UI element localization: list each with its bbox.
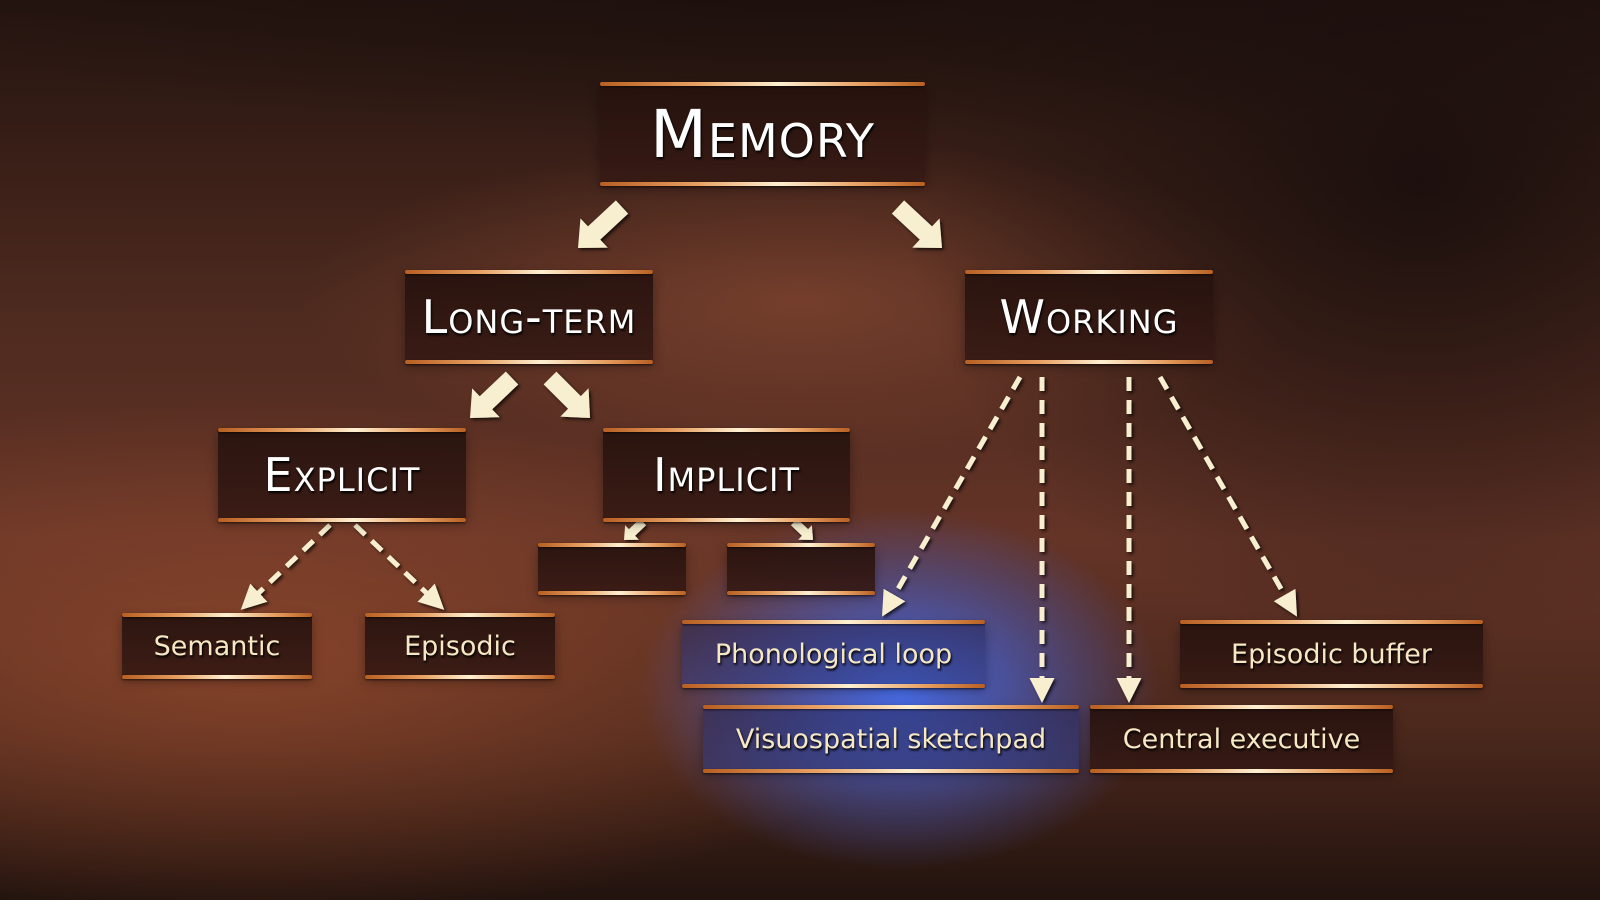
node-central-executive: Central executive bbox=[1090, 705, 1393, 773]
node-episodic-buffer: Episodic buffer bbox=[1180, 620, 1483, 688]
arrow-memory-to-long-term bbox=[578, 200, 629, 249]
dashed-working-to-phonological-loop bbox=[882, 375, 1023, 617]
node-long-term-label: Long-term bbox=[421, 290, 637, 344]
node-memory: Memory bbox=[600, 82, 925, 186]
node-episodic-buffer-label: Episodic buffer bbox=[1231, 638, 1432, 670]
node-explicit-label: Explicit bbox=[263, 448, 421, 502]
node-implicit-blank-1 bbox=[538, 543, 686, 595]
node-phonological-loop-label: Phonological loop bbox=[714, 638, 953, 670]
dashed-explicit-to-semantic bbox=[240, 523, 332, 610]
dashed-working-to-episodic-buffer bbox=[1157, 375, 1297, 617]
arrow-long-term-to-explicit bbox=[469, 371, 519, 418]
node-semantic-label: Semantic bbox=[153, 630, 281, 662]
node-implicit: Implicit bbox=[603, 428, 850, 522]
dashed-explicit-to-episodic bbox=[353, 523, 445, 610]
node-implicit-blank-2 bbox=[727, 543, 875, 595]
node-visuospatial-sketchpad: Visuospatial sketchpad bbox=[703, 705, 1079, 773]
node-visuospatial-sketchpad-label: Visuospatial sketchpad bbox=[735, 723, 1047, 755]
arrow-long-term-to-implicit bbox=[543, 371, 590, 418]
node-phonological-loop: Phonological loop bbox=[682, 620, 985, 688]
node-episodic-label: Episodic bbox=[404, 630, 516, 662]
node-episodic: Episodic bbox=[365, 613, 555, 679]
node-working-label: Working bbox=[999, 290, 1179, 344]
node-explicit: Explicit bbox=[218, 428, 466, 522]
arrow-implicit-to-blank-1 bbox=[624, 518, 647, 540]
arrow-memory-to-working bbox=[891, 200, 943, 248]
node-memory-label: Memory bbox=[649, 95, 876, 173]
node-working: Working bbox=[965, 270, 1213, 364]
node-central-executive-label: Central executive bbox=[1122, 723, 1361, 755]
node-long-term: Long-term bbox=[405, 270, 653, 364]
node-implicit-label: Implicit bbox=[652, 448, 801, 502]
node-semantic: Semantic bbox=[122, 613, 312, 679]
arrow-implicit-to-blank-2 bbox=[790, 518, 813, 540]
